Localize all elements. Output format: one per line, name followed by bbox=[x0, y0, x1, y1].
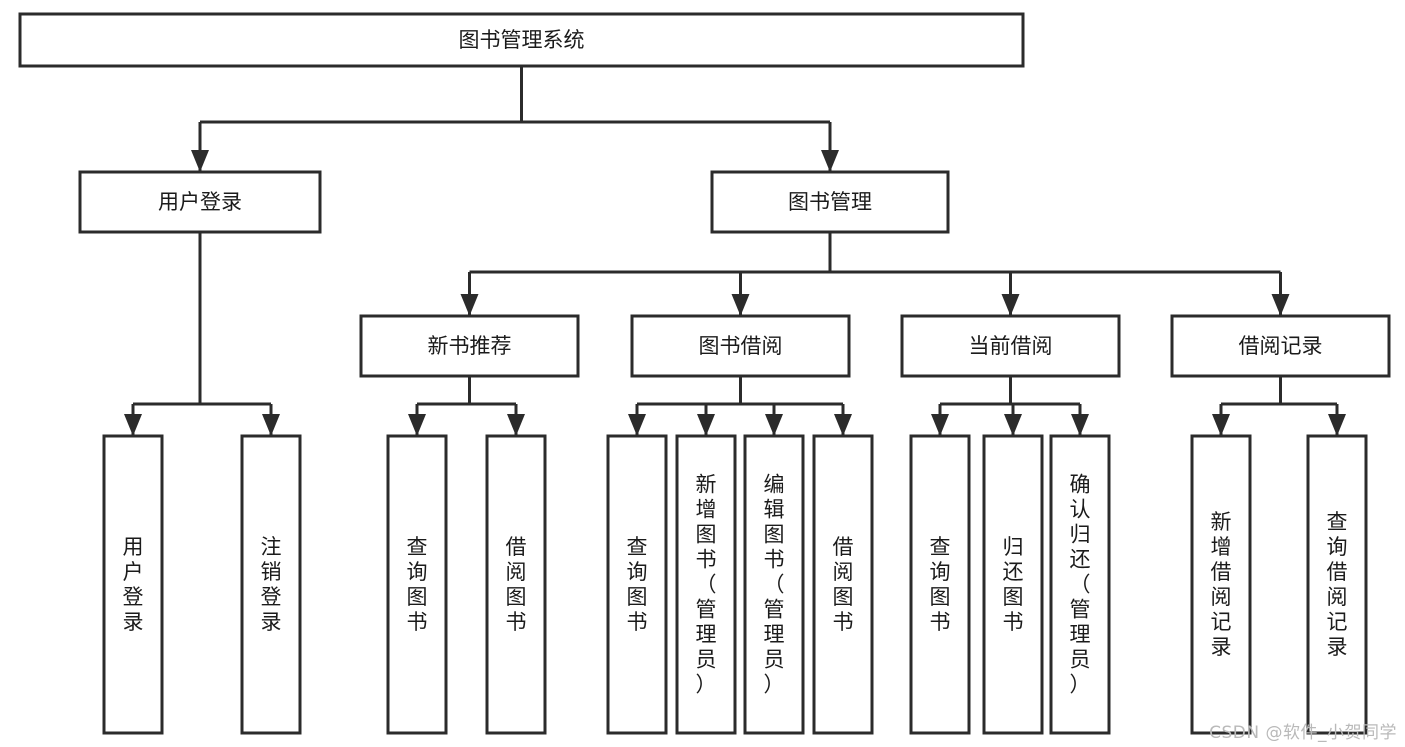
edge-group-new_book_rec bbox=[408, 376, 525, 436]
node-box-leaf-borrow-book-1[interactable] bbox=[485, 434, 547, 735]
node-leaf-add-book[interactable]: 新增图书（管理员） bbox=[675, 434, 737, 735]
node-label-leaf-add-book: 新增图书（管理员） bbox=[696, 473, 717, 697]
node-box-borrow-record[interactable] bbox=[1170, 314, 1391, 378]
node-label-leaf-add-record: 新增借阅记录 bbox=[1211, 510, 1232, 659]
node-box-leaf-edit-book[interactable] bbox=[743, 434, 805, 735]
node-box-book-manage[interactable] bbox=[710, 170, 950, 234]
edge-group-book_manage bbox=[460, 232, 1290, 316]
node-label-current-borrow: 当前借阅 bbox=[969, 334, 1053, 358]
edge-group-borrow_record bbox=[1212, 376, 1346, 436]
node-label-new-book-rec: 新书推荐 bbox=[428, 334, 512, 358]
node-new-book-rec[interactable]: 新书推荐 bbox=[359, 314, 580, 378]
node-leaf-edit-book[interactable]: 编辑图书（管理员） bbox=[743, 434, 805, 735]
node-leaf-query-record[interactable]: 查询借阅记录 bbox=[1306, 434, 1368, 735]
node-box-new-book-rec[interactable] bbox=[359, 314, 580, 378]
node-box-user-login[interactable] bbox=[78, 170, 322, 234]
node-box-leaf-user-logout[interactable] bbox=[240, 434, 302, 735]
node-label-user-login: 用户登录 bbox=[158, 190, 242, 214]
node-root[interactable]: 图书管理系统 bbox=[18, 12, 1025, 68]
node-book-borrow[interactable]: 图书借阅 bbox=[630, 314, 851, 378]
node-box-leaf-confirm-return[interactable] bbox=[1049, 434, 1111, 735]
node-box-leaf-user-login[interactable] bbox=[102, 434, 164, 735]
node-box-root[interactable] bbox=[18, 12, 1025, 68]
node-leaf-borrow-book-2[interactable]: 借阅图书 bbox=[812, 434, 874, 735]
node-box-current-borrow[interactable] bbox=[900, 314, 1121, 378]
node-label-leaf-query-book-2: 查询图书 bbox=[627, 535, 648, 634]
node-leaf-query-book-1[interactable]: 查询图书 bbox=[386, 434, 448, 735]
node-leaf-confirm-return[interactable]: 确认归还（管理员） bbox=[1049, 434, 1111, 735]
node-leaf-query-book-3[interactable]: 查询图书 bbox=[909, 434, 971, 735]
node-label-leaf-user-logout: 注销登录 bbox=[261, 535, 282, 634]
node-leaf-query-book-2[interactable]: 查询图书 bbox=[606, 434, 668, 735]
edge-group-root bbox=[191, 66, 839, 172]
edge-group-current_borrow bbox=[931, 376, 1089, 436]
node-leaf-borrow-book-1[interactable]: 借阅图书 bbox=[485, 434, 547, 735]
node-box-leaf-query-record[interactable] bbox=[1306, 434, 1368, 735]
node-label-leaf-user-login: 用户登录 bbox=[123, 535, 144, 634]
node-box-leaf-borrow-book-2[interactable] bbox=[812, 434, 874, 735]
node-box-leaf-return-book[interactable] bbox=[982, 434, 1044, 735]
node-current-borrow[interactable]: 当前借阅 bbox=[900, 314, 1121, 378]
node-user-login[interactable]: 用户登录 bbox=[78, 170, 322, 234]
node-leaf-user-logout[interactable]: 注销登录 bbox=[240, 434, 302, 735]
node-label-leaf-edit-book: 编辑图书（管理员） bbox=[764, 473, 785, 697]
edge-group-book_borrow bbox=[628, 376, 852, 436]
node-label-book-borrow: 图书借阅 bbox=[699, 334, 783, 358]
node-label-leaf-query-book-3: 查询图书 bbox=[930, 535, 951, 634]
watermark-label: CSDN @软件_小贺同学 bbox=[1209, 723, 1397, 743]
node-label-root: 图书管理系统 bbox=[459, 28, 585, 52]
node-label-leaf-borrow-book-1: 借阅图书 bbox=[506, 535, 527, 634]
node-leaf-return-book[interactable]: 归还图书 bbox=[982, 434, 1044, 735]
edges-layer bbox=[124, 66, 1346, 436]
node-box-book-borrow[interactable] bbox=[630, 314, 851, 378]
node-label-borrow-record: 借阅记录 bbox=[1239, 334, 1323, 358]
nodes-layer: 图书管理系统用户登录图书管理新书推荐图书借阅当前借阅借阅记录用户登录注销登录查询… bbox=[18, 12, 1391, 735]
node-box-leaf-query-book-2[interactable] bbox=[606, 434, 668, 735]
node-borrow-record[interactable]: 借阅记录 bbox=[1170, 314, 1391, 378]
edge-group-user_login bbox=[124, 232, 280, 436]
node-leaf-user-login[interactable]: 用户登录 bbox=[102, 434, 164, 735]
node-label-leaf-query-record: 查询借阅记录 bbox=[1327, 510, 1348, 659]
node-box-leaf-add-record[interactable] bbox=[1190, 434, 1252, 735]
node-label-leaf-query-book-1: 查询图书 bbox=[407, 535, 428, 634]
node-label-leaf-confirm-return: 确认归还（管理员） bbox=[1070, 473, 1091, 697]
node-label-book-manage: 图书管理 bbox=[788, 190, 872, 214]
node-label-leaf-return-book: 归还图书 bbox=[1003, 535, 1024, 634]
node-book-manage[interactable]: 图书管理 bbox=[710, 170, 950, 234]
node-leaf-add-record[interactable]: 新增借阅记录 bbox=[1190, 434, 1252, 735]
node-box-leaf-add-book[interactable] bbox=[675, 434, 737, 735]
node-label-leaf-borrow-book-2: 借阅图书 bbox=[833, 535, 854, 634]
node-box-leaf-query-book-1[interactable] bbox=[386, 434, 448, 735]
node-box-leaf-query-book-3[interactable] bbox=[909, 434, 971, 735]
